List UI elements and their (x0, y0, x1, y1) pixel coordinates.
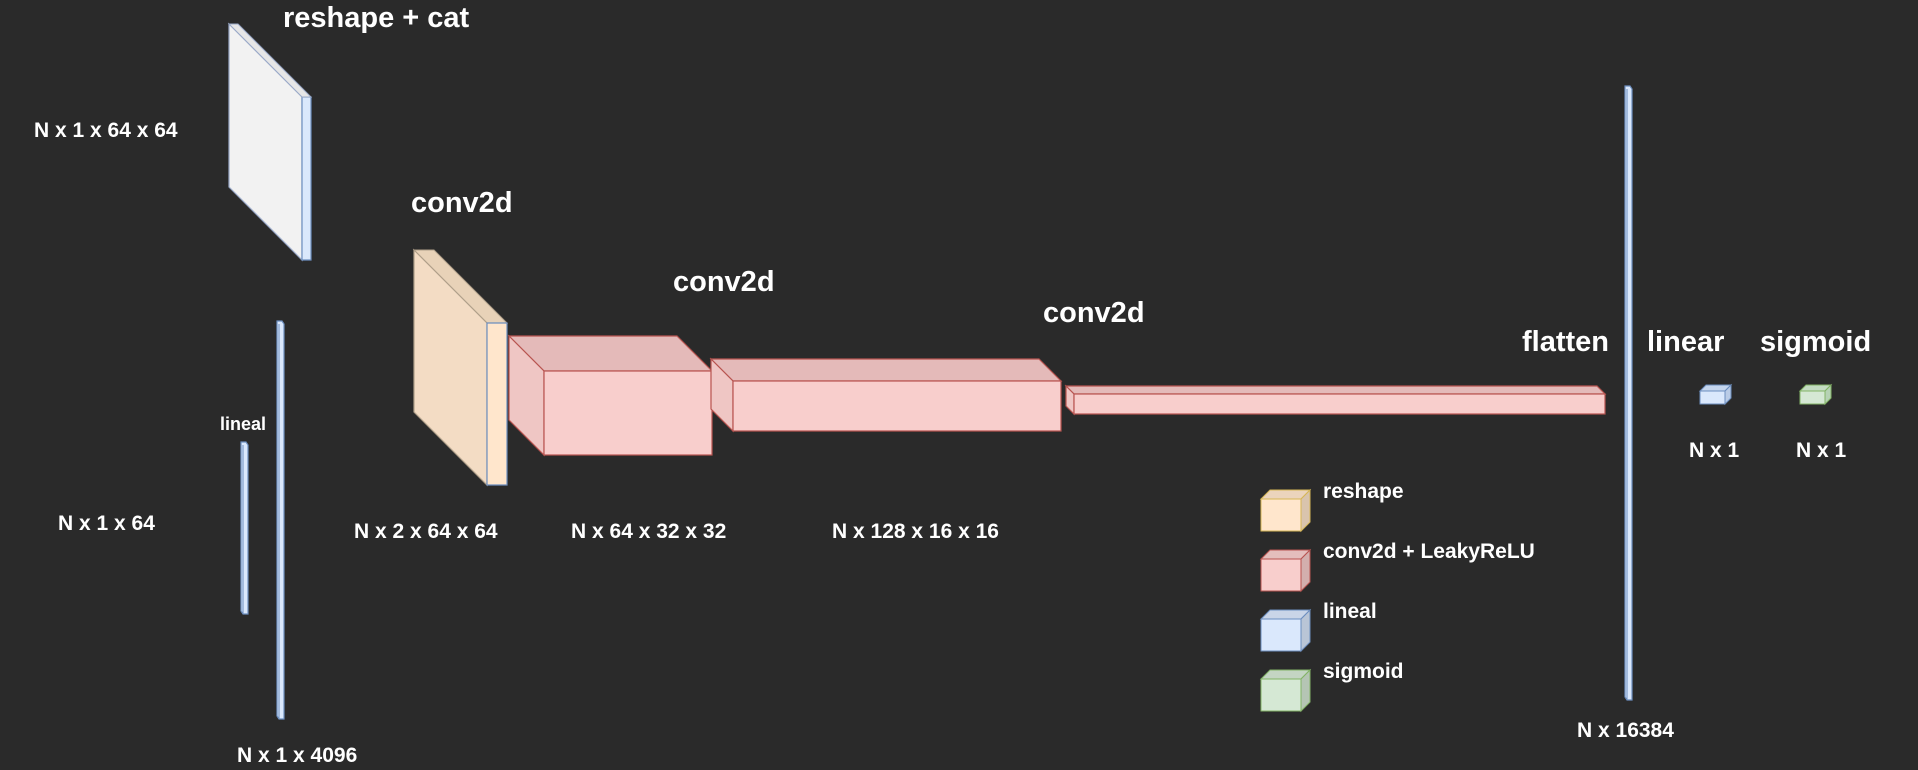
linear-title: linear (1647, 326, 1724, 358)
conv1-dim: N x 64 x 32 x 32 (571, 520, 726, 543)
linear-dim: N x 1 (1689, 439, 1740, 462)
sigmoid-dim: N x 1 (1796, 439, 1847, 462)
conv2-block (709, 357, 1063, 433)
label-input-bar (240, 441, 249, 615)
conv1-block (507, 334, 714, 457)
legend-label: sigmoid (1323, 660, 1404, 683)
label-proj-dim: N x 1 x 4096 (237, 744, 357, 767)
legend-item: reshape (1259, 480, 1404, 533)
concat-dim: N x 2 x 64 x 64 (354, 520, 498, 543)
linear-cube (1698, 383, 1733, 406)
legend-swatch-icon (1260, 558, 1302, 592)
flatten-title: flatten (1522, 326, 1609, 358)
conv2-title: conv2d (673, 266, 775, 298)
input-image-block (227, 22, 313, 262)
legend-label: lineal (1323, 600, 1377, 623)
concat-block (412, 248, 509, 487)
lineal-label: lineal (220, 414, 266, 434)
legend-item: lineal (1259, 600, 1377, 653)
legend-swatch-icon (1260, 618, 1302, 652)
legend-swatch-icon (1260, 498, 1302, 532)
reshape-cat-title: reshape + cat (283, 2, 470, 34)
legend-label: reshape (1323, 480, 1404, 503)
flatten-dim: N x 16384 (1577, 719, 1674, 742)
legend-item: conv2d + LeakyReLU (1259, 540, 1535, 593)
sigmoid-title: sigmoid (1760, 326, 1871, 358)
conv3-block (1064, 384, 1607, 416)
label-projection-bar (276, 320, 285, 720)
legend-item: sigmoid (1259, 660, 1404, 713)
legend-label: conv2d + LeakyReLU (1323, 540, 1535, 563)
legend: reshape conv2d + LeakyReLU lineal sigmoid (1259, 480, 1535, 713)
image-input-dim: N x 1 x 64 x 64 (34, 119, 178, 142)
conv2-dim: N x 128 x 16 x 16 (832, 520, 999, 543)
label-input-dim: N x 1 x 64 (58, 512, 155, 535)
flatten-bar (1624, 85, 1633, 701)
conv3-title: conv2d (1043, 297, 1145, 329)
legend-swatch-icon (1260, 678, 1302, 712)
conv1-title: conv2d (411, 187, 513, 219)
sigmoid-cube (1798, 383, 1833, 406)
